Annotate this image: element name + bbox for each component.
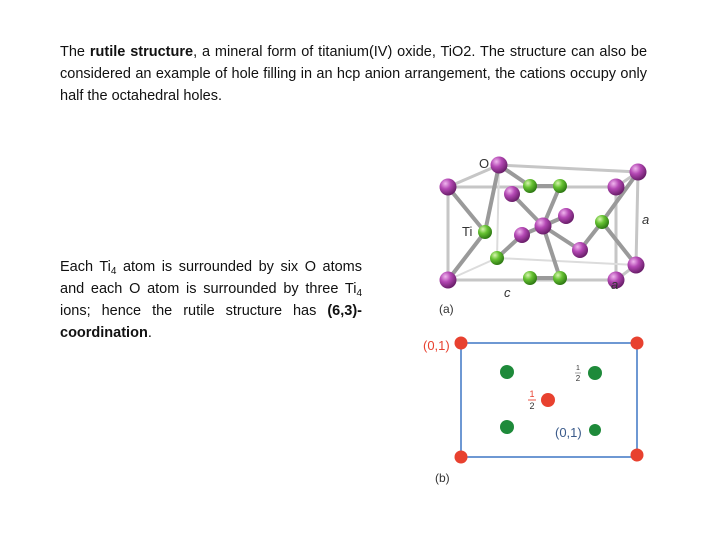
green-atoms — [500, 365, 602, 436]
unit-cell-figure: O Ti a a c (a) — [439, 156, 649, 316]
coord-subscript-1: 4 — [110, 266, 117, 277]
label-ti: Ti — [462, 224, 472, 239]
label-corner-0-1: (0,1) — [423, 338, 450, 353]
label-half-center-den: 2 — [529, 401, 534, 411]
intro-text-rest: , a mineral form of titanium(IV) oxide, … — [60, 44, 648, 104]
label-half-upper-num: 1 — [576, 365, 580, 372]
projection-frame — [460, 342, 638, 458]
coordination-paragraph: Each Ti4 atom is surrounded by six O ato… — [60, 256, 362, 344]
center-atom — [541, 393, 555, 407]
coord-text-3: ions; hence the rutile structure has — [60, 303, 328, 319]
coord-term-bold: (6,3)-coordination — [60, 303, 362, 341]
label-o: O — [479, 156, 489, 171]
coord-text-4: . — [147, 325, 152, 341]
caption-b: (b) — [435, 471, 450, 485]
coord-subscript-2: 4 — [356, 288, 362, 299]
label-half-center-num: 1 — [529, 389, 534, 399]
intro-term-rutile: rutile structure — [89, 44, 194, 60]
label-c: c — [504, 285, 511, 300]
label-half-upper-den: 2 — [576, 374, 581, 383]
oxygen-atoms — [439, 156, 647, 289]
projection-figure: (0,1) 1 2 1 2 (0,1) (b) — [423, 336, 644, 485]
caption-a: (a) — [439, 302, 454, 316]
corner-atoms — [454, 336, 644, 464]
intro-paragraph: The rutile structure, a mineral form of … — [60, 41, 647, 107]
titanium-atoms — [478, 179, 609, 285]
intro-text-start: The — [60, 44, 90, 60]
coord-text-2: atom is surrounded by six O atoms and ea… — [60, 259, 362, 297]
label-a-right: a — [642, 212, 649, 227]
label-a-bottom: a — [611, 277, 618, 292]
label-bottom-0-1: (0,1) — [555, 425, 582, 440]
coord-text-1: Each Ti — [60, 259, 111, 275]
